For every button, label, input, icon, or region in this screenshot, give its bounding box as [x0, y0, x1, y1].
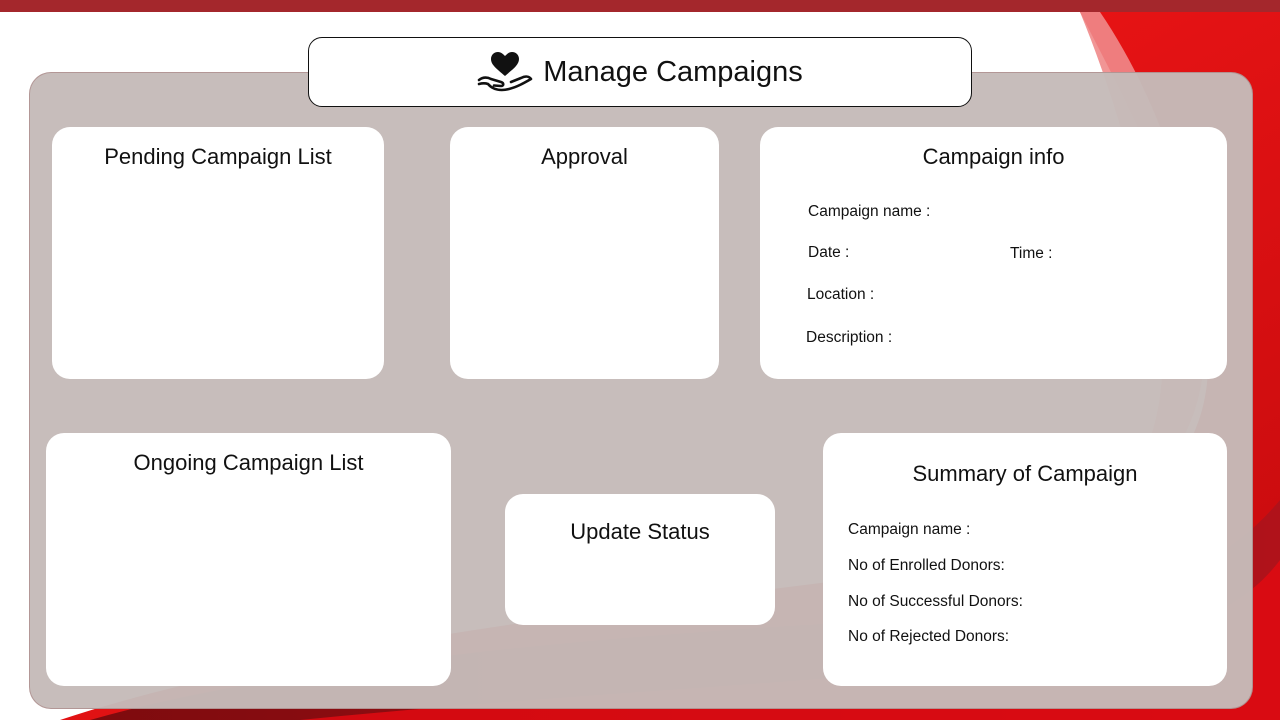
approval-card[interactable]: Approval — [450, 127, 719, 379]
update-status-card[interactable]: Update Status — [505, 494, 775, 625]
campaign-info-card: Campaign info Campaign name : Date : Tim… — [760, 127, 1227, 379]
top-accent-bar — [0, 0, 1280, 12]
time-label: Time : — [1010, 245, 1053, 262]
pending-campaign-list-title: Pending Campaign List — [104, 144, 332, 169]
update-status-title: Update Status — [570, 519, 710, 544]
pending-campaign-list-card[interactable]: Pending Campaign List — [52, 127, 384, 379]
campaign-summary-card: Summary of Campaign Campaign name : No o… — [823, 433, 1227, 686]
campaign-name-label: Campaign name : — [808, 203, 931, 220]
page-title: Manage Campaigns — [543, 55, 803, 88]
approval-title: Approval — [541, 144, 628, 169]
ongoing-campaign-list-title: Ongoing Campaign List — [133, 450, 364, 475]
summary-campaign-name-label: Campaign name : — [848, 521, 971, 538]
description-label: Description : — [806, 329, 893, 346]
campaign-summary-title: Summary of Campaign — [912, 461, 1138, 486]
successful-donors-label: No of Successful Donors: — [848, 593, 1023, 610]
rejected-donors-label: No of Rejected Donors: — [848, 628, 1010, 645]
heart-in-hand-icon — [477, 50, 533, 94]
location-label: Location : — [807, 286, 875, 303]
ongoing-campaign-list-card[interactable]: Ongoing Campaign List — [46, 433, 451, 686]
date-label: Date : — [808, 244, 850, 261]
enrolled-donors-label: No of Enrolled Donors: — [848, 557, 1005, 574]
campaign-info-title: Campaign info — [922, 144, 1065, 169]
page-header: Manage Campaigns — [308, 37, 972, 107]
